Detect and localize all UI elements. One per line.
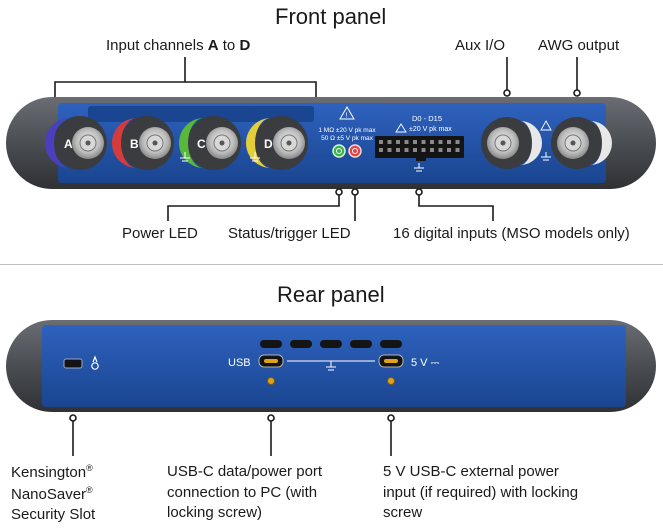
header-pin xyxy=(404,140,409,144)
kensington-label: Kensington® NanoSaver® Security Slot xyxy=(11,463,96,524)
digital-inputs-leader xyxy=(415,188,494,221)
warning-icon xyxy=(395,123,407,133)
awg-output-connector xyxy=(551,117,612,169)
channel-c-connector: C xyxy=(179,116,241,170)
header-pin xyxy=(404,148,409,152)
header-pin xyxy=(413,140,417,144)
header-pin xyxy=(421,148,426,152)
kensington-leader xyxy=(69,414,77,456)
status-trigger-led-label: Status/trigger LED xyxy=(228,225,351,242)
channel-a-letter: A xyxy=(64,137,73,151)
svg-text:D: D xyxy=(264,137,273,151)
external-power-label: 5 V USB-C external power input (if requi… xyxy=(383,463,579,522)
digital-inputs-label: 16 digital inputs (MSO models only) xyxy=(393,225,630,242)
usb-data-leader xyxy=(267,414,275,456)
ground-icon xyxy=(414,163,424,172)
header-pin xyxy=(413,148,417,152)
header-pin xyxy=(387,148,392,152)
lock-icon xyxy=(91,355,99,370)
status-led-leader xyxy=(351,188,359,221)
header-pin xyxy=(447,148,451,152)
aux-io-leader xyxy=(503,57,511,97)
header-pin xyxy=(455,140,460,144)
header-pin xyxy=(379,148,383,152)
header-pin xyxy=(430,148,434,152)
svg-text:C: C xyxy=(197,137,206,151)
section-divider xyxy=(0,264,663,265)
awg-output-leader xyxy=(573,57,581,97)
header-pin xyxy=(387,140,392,144)
header-pin xyxy=(396,140,400,144)
kensington-slot xyxy=(63,358,83,369)
aux-io-label: Aux I/O xyxy=(455,37,506,54)
power-led xyxy=(332,144,346,158)
svg-text:!: ! xyxy=(346,113,348,120)
channel-a-connector: A xyxy=(45,116,107,170)
warning-icon xyxy=(540,120,552,131)
header-pin xyxy=(455,148,460,152)
awg-output-label: AWG output xyxy=(538,37,620,54)
input-channels-label: Input channels A to D xyxy=(106,37,251,54)
ground-link xyxy=(287,360,375,371)
usb-c-data-port xyxy=(258,354,284,385)
rear-panel-title: Rear panel xyxy=(277,282,385,307)
header-pin xyxy=(438,140,443,144)
input-channels-bracket xyxy=(54,57,317,97)
channel-d-connector: D xyxy=(246,116,308,170)
front-panel-title: Front panel xyxy=(275,4,387,29)
power-led-leader xyxy=(167,188,343,221)
power-port-label: 5 V ⎓ xyxy=(411,357,440,369)
aux-io-connector xyxy=(481,117,542,169)
input-spec-line1: 1 MΩ ±20 V pk max xyxy=(318,127,376,134)
header-pin xyxy=(379,140,383,144)
status-trigger-led xyxy=(348,144,362,158)
usb-c-power-port xyxy=(378,354,404,385)
header-pin xyxy=(438,148,443,152)
ground-icon xyxy=(180,152,260,162)
front-device xyxy=(6,97,656,189)
digital-input-header xyxy=(375,136,464,161)
input-spec-line2: 50 Ω ±5 V pk max xyxy=(321,135,374,142)
ground-icon xyxy=(541,152,551,161)
svg-text:B: B xyxy=(130,137,139,151)
power-led-label: Power LED xyxy=(122,225,198,242)
header-pin xyxy=(396,148,400,152)
usb-power-leader xyxy=(387,414,395,456)
header-pin xyxy=(430,140,434,144)
warning-icon: ! xyxy=(339,106,355,120)
channel-b-connector: B xyxy=(112,116,174,170)
usb-port-label: USB xyxy=(228,357,251,369)
usb-data-port-label: USB-C data/power port connection to PC (… xyxy=(167,463,323,522)
digital-header-label: D0 - D15 xyxy=(412,114,442,123)
header-pin xyxy=(421,140,426,144)
vent-slots xyxy=(260,340,402,348)
digital-spec-label: ±20 V pk max xyxy=(409,126,452,133)
header-pin xyxy=(447,140,451,144)
